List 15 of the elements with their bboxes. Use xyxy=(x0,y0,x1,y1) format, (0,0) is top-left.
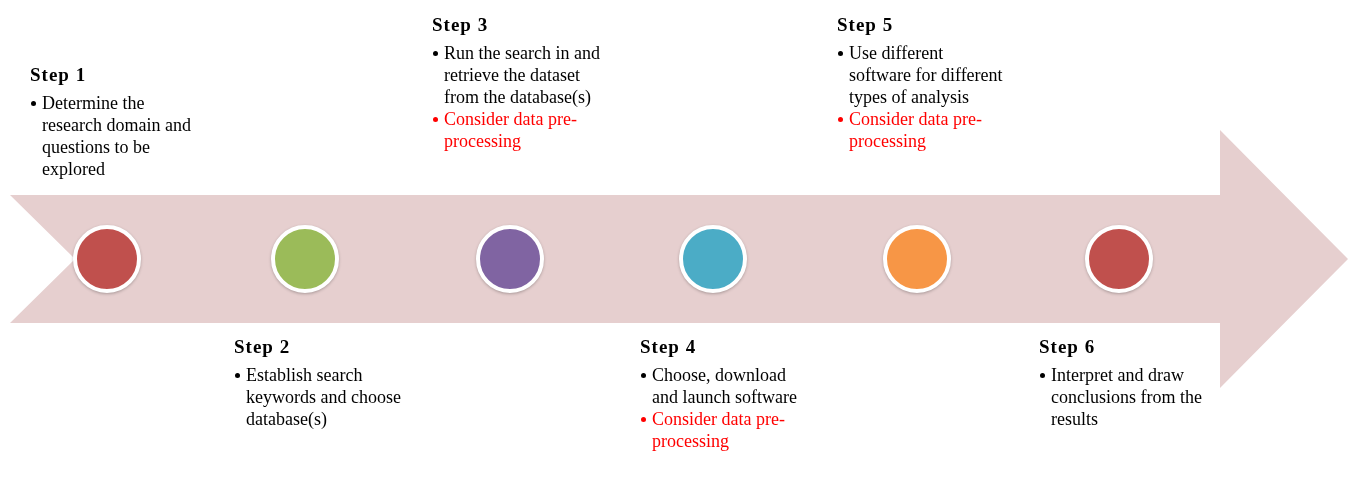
note-text: Consider data pre-processing xyxy=(444,109,577,151)
step-heading: Step 1 xyxy=(30,64,88,86)
step-text: Determine the research domain and questions to be explored xyxy=(42,93,191,179)
step-heading: Step 3 xyxy=(432,14,490,36)
step-text: Choose, download and launch software xyxy=(652,365,797,407)
step-heading: Step 2 xyxy=(234,336,292,358)
step-text: Interpret and draw conclusions from the results xyxy=(1051,365,1202,429)
note-text: Consider data pre-processing xyxy=(652,409,785,451)
step-text: Establish search keywords and choose database(s) xyxy=(246,365,401,429)
step-heading: Step 5 xyxy=(837,14,895,36)
step-heading: Step 4 xyxy=(640,336,698,358)
step-text: Run the search in and retrieve the dataset from the database(s) xyxy=(444,43,600,107)
step-heading: Step 6 xyxy=(1039,336,1097,358)
step-text: Use different software for different types of analysis xyxy=(849,43,1003,107)
note-text: Consider data pre-processing xyxy=(849,109,982,151)
